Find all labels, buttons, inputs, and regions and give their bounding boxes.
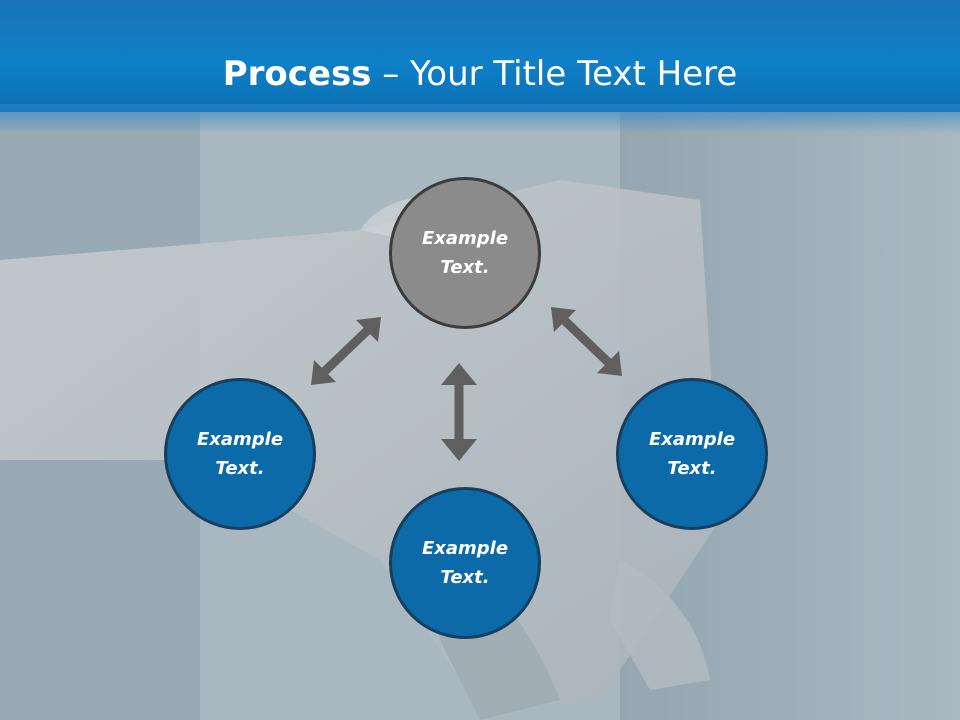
double-arrow-icon-right: [551, 307, 622, 376]
node-right-label: Example Text.: [648, 429, 736, 479]
title-rest: – Your Title Text Here: [371, 54, 738, 94]
double-arrow-icon-center: [441, 363, 477, 461]
node-left-label: Example Text.: [196, 429, 284, 479]
double-arrow-icon-left: [311, 317, 381, 385]
node-left: Example Text.: [164, 378, 316, 530]
node-bottom-label: Example Text.: [421, 538, 509, 588]
node-bottom: Example Text.: [389, 487, 541, 639]
node-top-label: Example Text.: [421, 228, 509, 278]
title-bold: Process: [222, 54, 372, 94]
node-top: Example Text.: [389, 177, 541, 329]
title-bar: [0, 0, 960, 112]
slide-title: Process – Your Title Text Here: [0, 52, 960, 96]
title-bar-fade: [0, 104, 960, 134]
node-right: Example Text.: [616, 378, 768, 530]
